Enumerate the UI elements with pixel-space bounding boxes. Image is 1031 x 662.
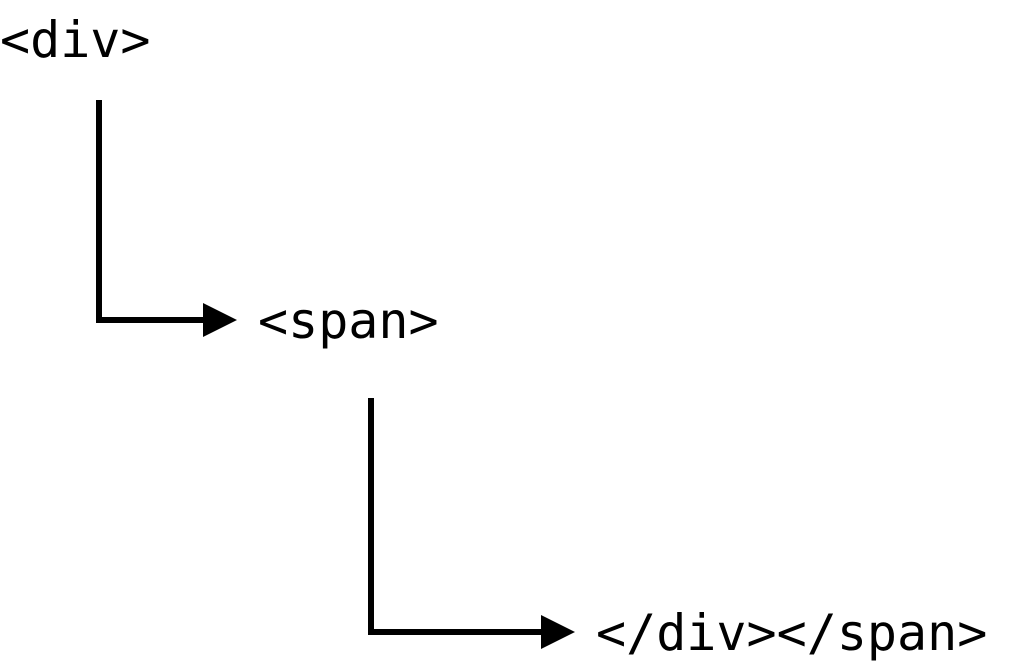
edge-span-to-close xyxy=(368,398,575,649)
node-div-open-tag: <div> xyxy=(0,11,151,69)
arrowhead-right-icon xyxy=(203,303,237,337)
edge-line xyxy=(96,100,205,323)
edge-line xyxy=(368,398,543,635)
edge-div-to-span xyxy=(96,100,237,337)
node-span-open-tag: <span> xyxy=(258,292,439,350)
node-closing-tags: </div></span> xyxy=(596,604,988,662)
arrowhead-right-icon xyxy=(541,615,575,649)
